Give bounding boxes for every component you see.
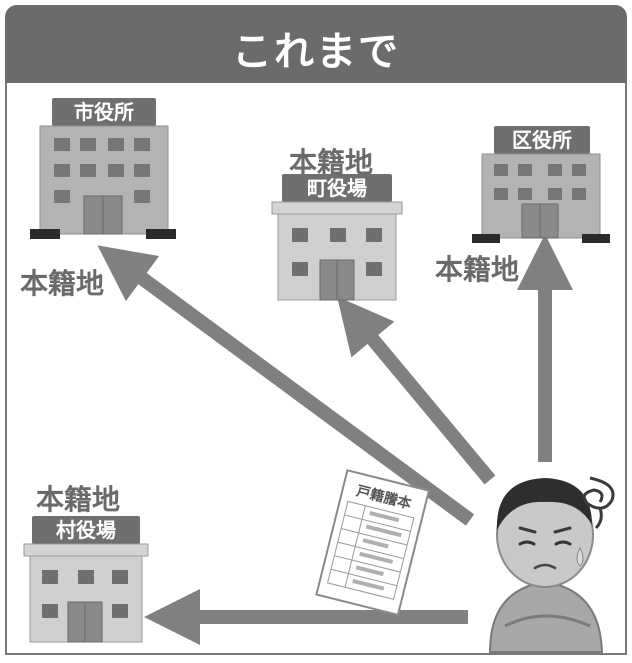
arrow-to-town-hall xyxy=(337,296,496,485)
ward-office-note: 本籍地 xyxy=(435,253,520,286)
arrow-to-city-hall xyxy=(97,245,475,526)
town-hall-sign: 町役場 xyxy=(307,176,367,200)
town-hall-building: 町役場 xyxy=(271,174,403,301)
city-hall-sign: 市役所 xyxy=(74,100,134,124)
worried-person-icon xyxy=(488,478,604,653)
town-hall-note: 本籍地 xyxy=(289,146,374,179)
document-icon: 戸籍謄本 xyxy=(315,469,431,617)
content-panel xyxy=(5,83,627,655)
header-bar: これまで xyxy=(5,5,627,83)
village-hall-sign: 村役場 xyxy=(56,518,116,542)
ward-office-building: 区役所 xyxy=(472,126,610,243)
village-hall-note: 本籍地 xyxy=(36,483,121,516)
village-hall-building: 村役場 xyxy=(23,516,149,643)
city-hall-building: 市役所 xyxy=(30,98,176,239)
ward-office-sign: 区役所 xyxy=(512,128,572,152)
header-title: これまで xyxy=(232,29,400,75)
swirl-icon xyxy=(582,476,615,530)
city-hall-note: 本籍地 xyxy=(20,267,105,300)
